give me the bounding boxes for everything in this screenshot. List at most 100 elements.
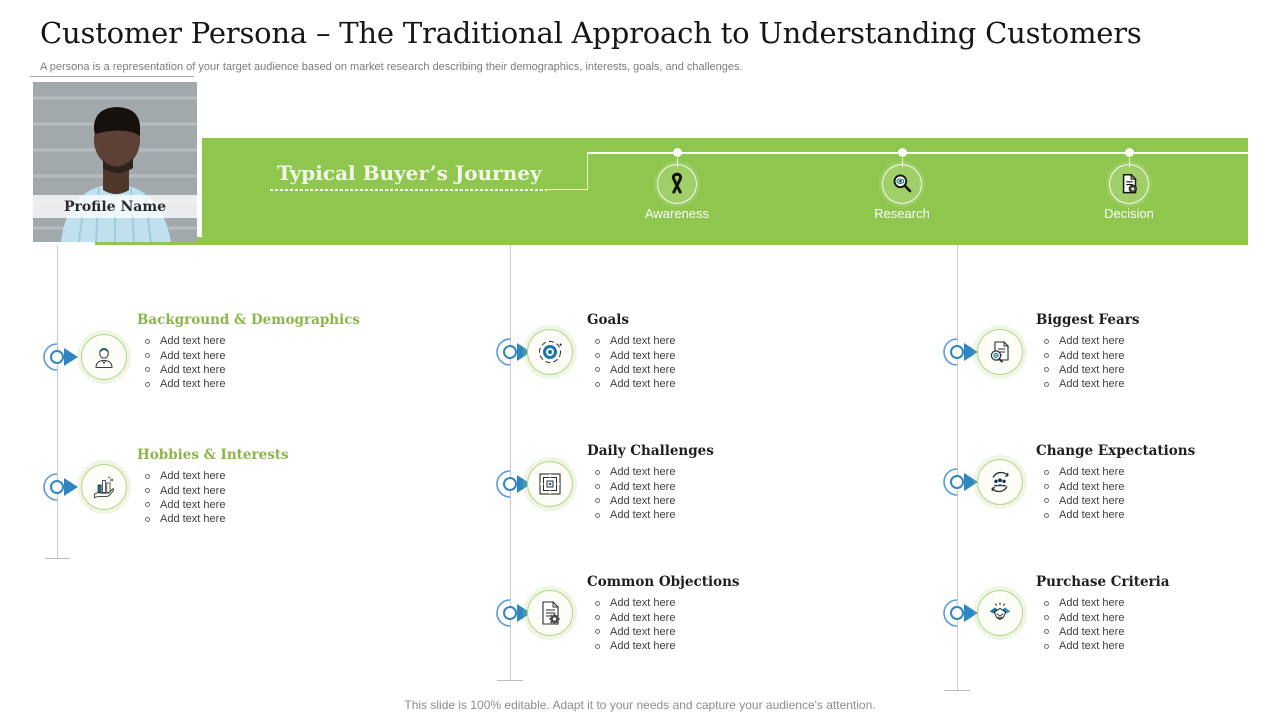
stage-label-decision: Decision [1104,206,1154,221]
list-item[interactable]: Add text here [1036,625,1280,639]
journey-connector-vertical [587,152,588,190]
bullet-icon [145,367,150,373]
section-change-expectations: Change Expectations Add text here Add te… [1036,443,1280,523]
section-icon-background-demographics [81,334,127,380]
target-icon [539,341,562,363]
decision-document-icon [1122,173,1137,194]
list-item[interactable]: Add text here [137,498,467,512]
list-item[interactable]: Add text here [1036,377,1280,391]
list-item[interactable]: Add text here [1036,610,1280,624]
bullet-icon [595,643,600,649]
hand-chart-icon [94,476,114,499]
timeline-dot [672,148,682,157]
list-item[interactable]: Add text here [1036,508,1280,522]
arrow-marker [496,338,531,366]
bullet-icon [1044,367,1049,373]
bullet-icon [1044,381,1049,387]
bullet-icon [145,516,150,522]
list-item[interactable]: Add text here [137,348,467,362]
right-column-line [957,245,958,690]
list-item[interactable]: Add text here [587,625,917,639]
section-icon-daily-challenges [527,461,573,507]
decision-stage-circle [1109,164,1149,204]
section-heading: Change Expectations [1036,443,1196,459]
section-icon-biggest-fears [977,329,1023,375]
bullet-icon [1044,484,1049,490]
arrow-marker [496,599,531,627]
list-item[interactable]: Add text here [587,610,917,624]
left-column-line [57,245,58,558]
list-item[interactable]: Add text here [587,479,917,493]
section-hobbies-interests: Hobbies & Interests Add text here Add te… [137,447,467,527]
maze-icon [539,473,561,495]
bullet-icon [595,498,600,504]
list-item[interactable]: Add text here [587,465,917,479]
list-item[interactable]: Add text here [587,494,917,508]
buyers-journey-banner [202,138,1248,245]
document-search-icon [990,340,1010,363]
section-heading: Purchase Criteria [1036,574,1170,590]
list-item[interactable]: Add text here [137,469,467,483]
list-item[interactable]: Add text here [137,334,467,348]
stage-label-awareness: Awareness [644,206,710,221]
bullet-icon [1044,338,1049,344]
section-background-demographics: Background & Demographics Add text here … [137,312,467,392]
journey-title: Typical Buyer’s Journey [277,161,542,185]
arrow-marker [943,599,978,627]
bullet-icon [1044,353,1049,359]
section-icon-purchase-criteria [977,590,1023,636]
section-goals: Goals Add text here Add text here Add te… [587,312,917,392]
list-item[interactable]: Add text here [137,483,467,497]
bullet-icon [145,338,150,344]
list-item[interactable]: Add text here [1036,334,1280,348]
list-item[interactable]: Add text here [587,348,917,362]
section-heading: Daily Challenges [587,443,714,459]
list-item[interactable]: Add text here [1036,639,1280,653]
list-item[interactable]: Add text here [587,639,917,653]
list-item[interactable]: Add text here [137,377,467,391]
bullet-icon [595,353,600,359]
section-heading: Background & Demographics [137,312,361,328]
list-item[interactable]: Add text here [587,508,917,522]
section-heading: Common Objections [587,574,740,590]
bullet-icon [145,488,150,494]
person-icon [95,347,113,368]
bullet-icon [1044,643,1049,649]
journey-connector-horizontal [547,189,587,190]
list-item[interactable]: Add text here [1036,596,1280,610]
section-icon-common-objections [527,590,573,636]
list-item[interactable]: Add text here [587,334,917,348]
list-item[interactable]: Add text here [137,512,467,526]
arrow-marker [43,343,78,371]
list-item[interactable]: Add text here [1036,348,1280,362]
bullet-icon [1044,498,1049,504]
list-item[interactable]: Add text here [1036,465,1280,479]
right-column-line-end [944,690,970,691]
list-item[interactable]: Add text here [587,377,917,391]
journey-underline [270,189,547,191]
profile-photo [33,82,197,242]
list-item[interactable]: Add text here [1036,479,1280,493]
bullet-icon [1044,600,1049,606]
section-purchase-criteria: Purchase Criteria Add text here Add text… [1036,574,1280,654]
list-item[interactable]: Add text here [1036,494,1280,508]
section-icon-goals [527,329,573,375]
timeline-dot [1124,148,1134,157]
list-item[interactable]: Add text here [137,363,467,377]
bullet-icon [145,353,150,359]
timeline-dot-stem [677,158,678,167]
list-item[interactable]: Add text here [587,363,917,377]
bullet-icon [1044,512,1049,518]
footer-note: This slide is 100% editable. Adapt it to… [404,698,876,712]
list-item[interactable]: Add text here [587,596,917,610]
handshake-icon [989,602,1011,620]
research-magnifier-icon [893,174,912,193]
profile-name-label[interactable]: Profile Name [33,195,197,218]
bullet-icon [595,367,600,373]
list-item[interactable]: Add text here [1036,363,1280,377]
section-icon-hobbies-interests [81,464,127,510]
awareness-stage-circle [657,164,697,204]
arrow-marker [943,338,978,366]
arrow-marker [943,468,978,496]
